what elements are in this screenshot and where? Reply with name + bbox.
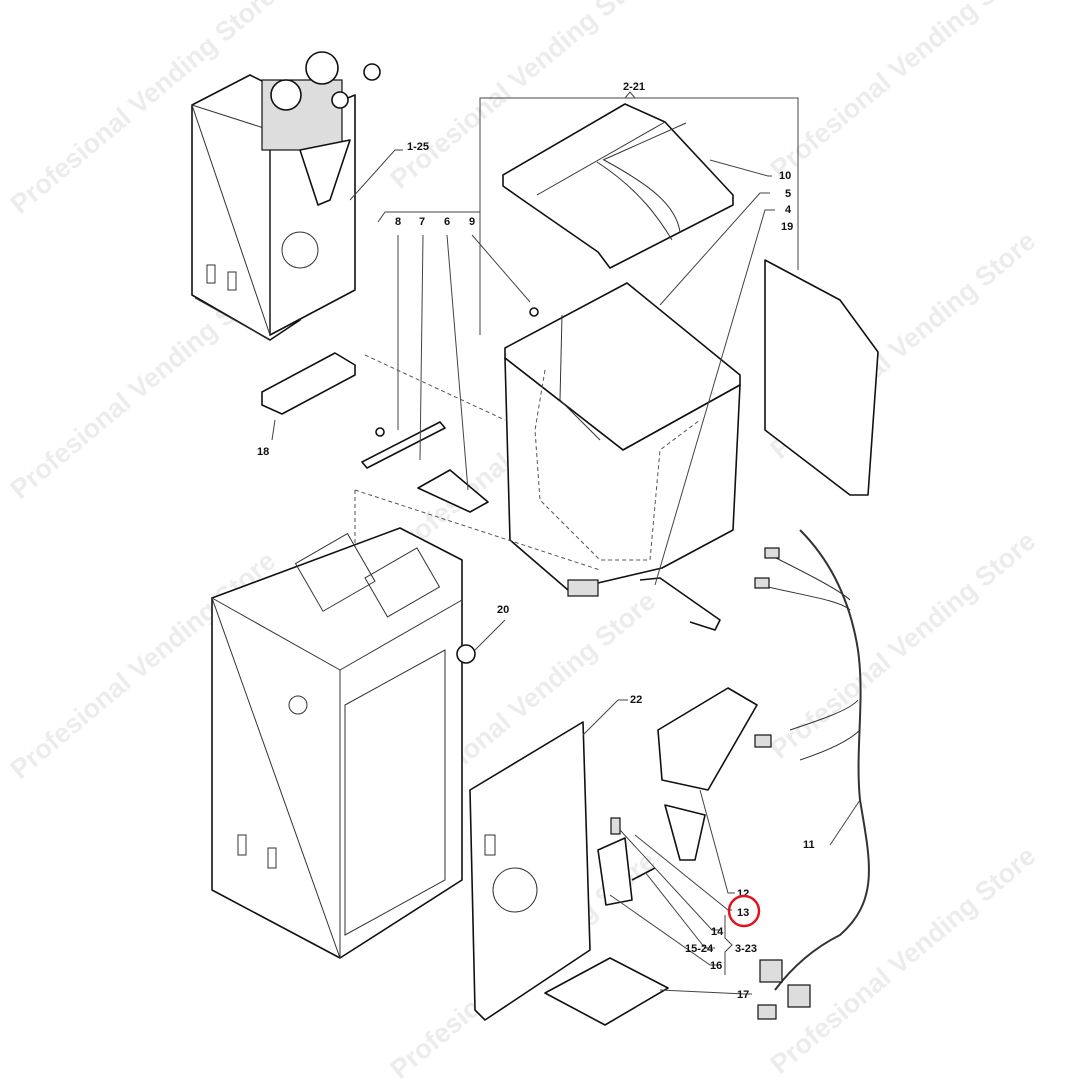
assembly-guide [354,489,601,571]
chute-outlet [664,804,706,861]
cabinet-frame [211,527,463,959]
drip-tray [544,957,669,1026]
watermark: Profesional Vending Store [765,841,1042,1080]
wiring-harness [754,529,870,1020]
callout-3-23: 3-23 [735,943,757,955]
pin-part [631,867,656,881]
callout-4: 4 [785,204,792,216]
callout-20: 20 [497,604,509,616]
hopper-lid [502,103,734,269]
callout-17: 17 [737,989,749,1001]
callout-18: 18 [257,446,269,458]
callout-6: 6 [444,216,450,228]
callout-14: 14 [711,926,724,938]
chute [657,687,758,791]
back-plate [469,721,591,1021]
screw-part [375,427,385,437]
hopper-container [504,282,741,597]
hopper-rod [639,577,721,631]
callout-1-25: 1-25 [407,141,429,153]
watermark: Profesional Vending Store [765,526,1042,765]
assembly-guide [364,354,506,421]
slide-plate [417,469,489,513]
side-panel [764,259,879,496]
callout-13: 13 [737,907,749,919]
mounting-bracket [261,352,356,415]
callout-2-21: 2-21 [623,81,645,93]
callout-9: 9 [469,216,475,228]
highlight-circle [727,894,761,928]
slide-strip [361,421,446,469]
callout-15-24: 15-24 [685,943,714,955]
callout-22: 22 [630,694,642,706]
grommet-part [456,644,476,664]
callout-8: 8 [395,216,401,228]
callout-11: 11 [803,839,815,851]
callout-5: 5 [785,188,791,200]
spring-part [610,817,621,835]
switch-bracket [597,837,633,906]
watermark: Profesional Vending Store [765,0,1042,185]
callout-16: 16 [710,960,722,972]
callout-19: 19 [781,221,793,233]
callout-7: 7 [419,216,425,228]
callout-10: 10 [779,170,791,182]
assembled-dispenser-unit [191,51,381,341]
